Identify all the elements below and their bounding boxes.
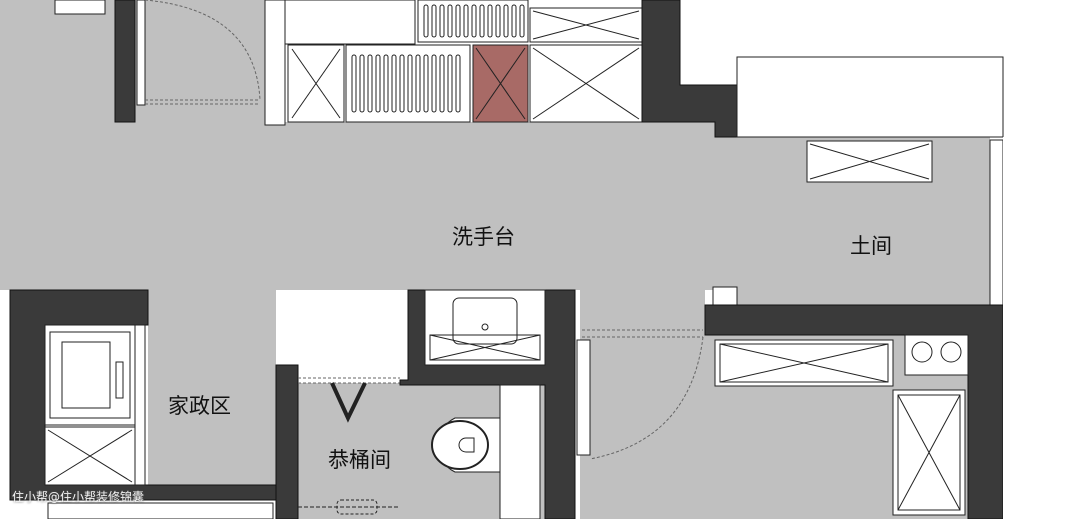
shoe-rack-slat [479,4,485,38]
cabinet-x [287,44,345,123]
shoe-rack-slat [487,4,493,38]
shoe-rack-slat [367,54,373,113]
shoe-rack-slat [391,54,397,113]
room-label-toilet-room: 恭桶间 [328,448,391,472]
door-swing [589,336,704,460]
cabinet-x [529,7,643,123]
wall [275,364,299,519]
room-label-entry: 土间 [850,234,892,258]
shoe-rack-slat [431,54,437,113]
cabinet-x [714,339,894,387]
shoe-rack-slat [511,4,517,38]
shoe-rack-slat [439,4,445,38]
cabinet-x [44,426,136,486]
shoe-rack-slat [447,54,453,113]
room-label-utility: 家政区 [168,394,231,418]
shoe-rack-slat [359,54,365,113]
shoe-rack-slat [455,54,461,113]
shoe-rack-slat [471,4,477,38]
shoe-rack-slat [415,54,421,113]
shoe-rack-slat [503,4,509,38]
bifold-door [330,382,367,423]
shoe-rack-slat [399,54,405,113]
shoe-rack-slat [407,54,413,113]
cabinet-highlighted [472,44,529,123]
shoe-rack-slat [519,4,525,38]
shoe-rack-slat [431,4,437,38]
toilet [431,417,501,473]
washing-machine [44,324,136,426]
shoe-rack-slat [495,4,501,38]
shoe-rack-slat [447,4,453,38]
floor-entry [580,288,705,519]
watermark: 住小帮@住小帮装修锦囊 [12,490,145,504]
sink [424,289,546,366]
floor-utility [148,288,276,488]
shoe-rack-slat [351,54,357,113]
stove [904,334,969,376]
shoe-rack-slat [375,54,381,113]
door-swing [144,0,261,101]
shoe-rack-slat [383,54,389,113]
shoe-rack-slat [463,4,469,38]
shoe-rack-slat [455,4,461,38]
room-label-vanity: 洗手台 [452,225,515,249]
cabinet-x [806,140,933,183]
shoe-rack-slat [423,4,429,38]
shoe-rack-slat [423,54,429,113]
shoe-rack-slat [439,54,445,113]
cabinet-x [892,389,966,516]
wall [114,0,136,123]
